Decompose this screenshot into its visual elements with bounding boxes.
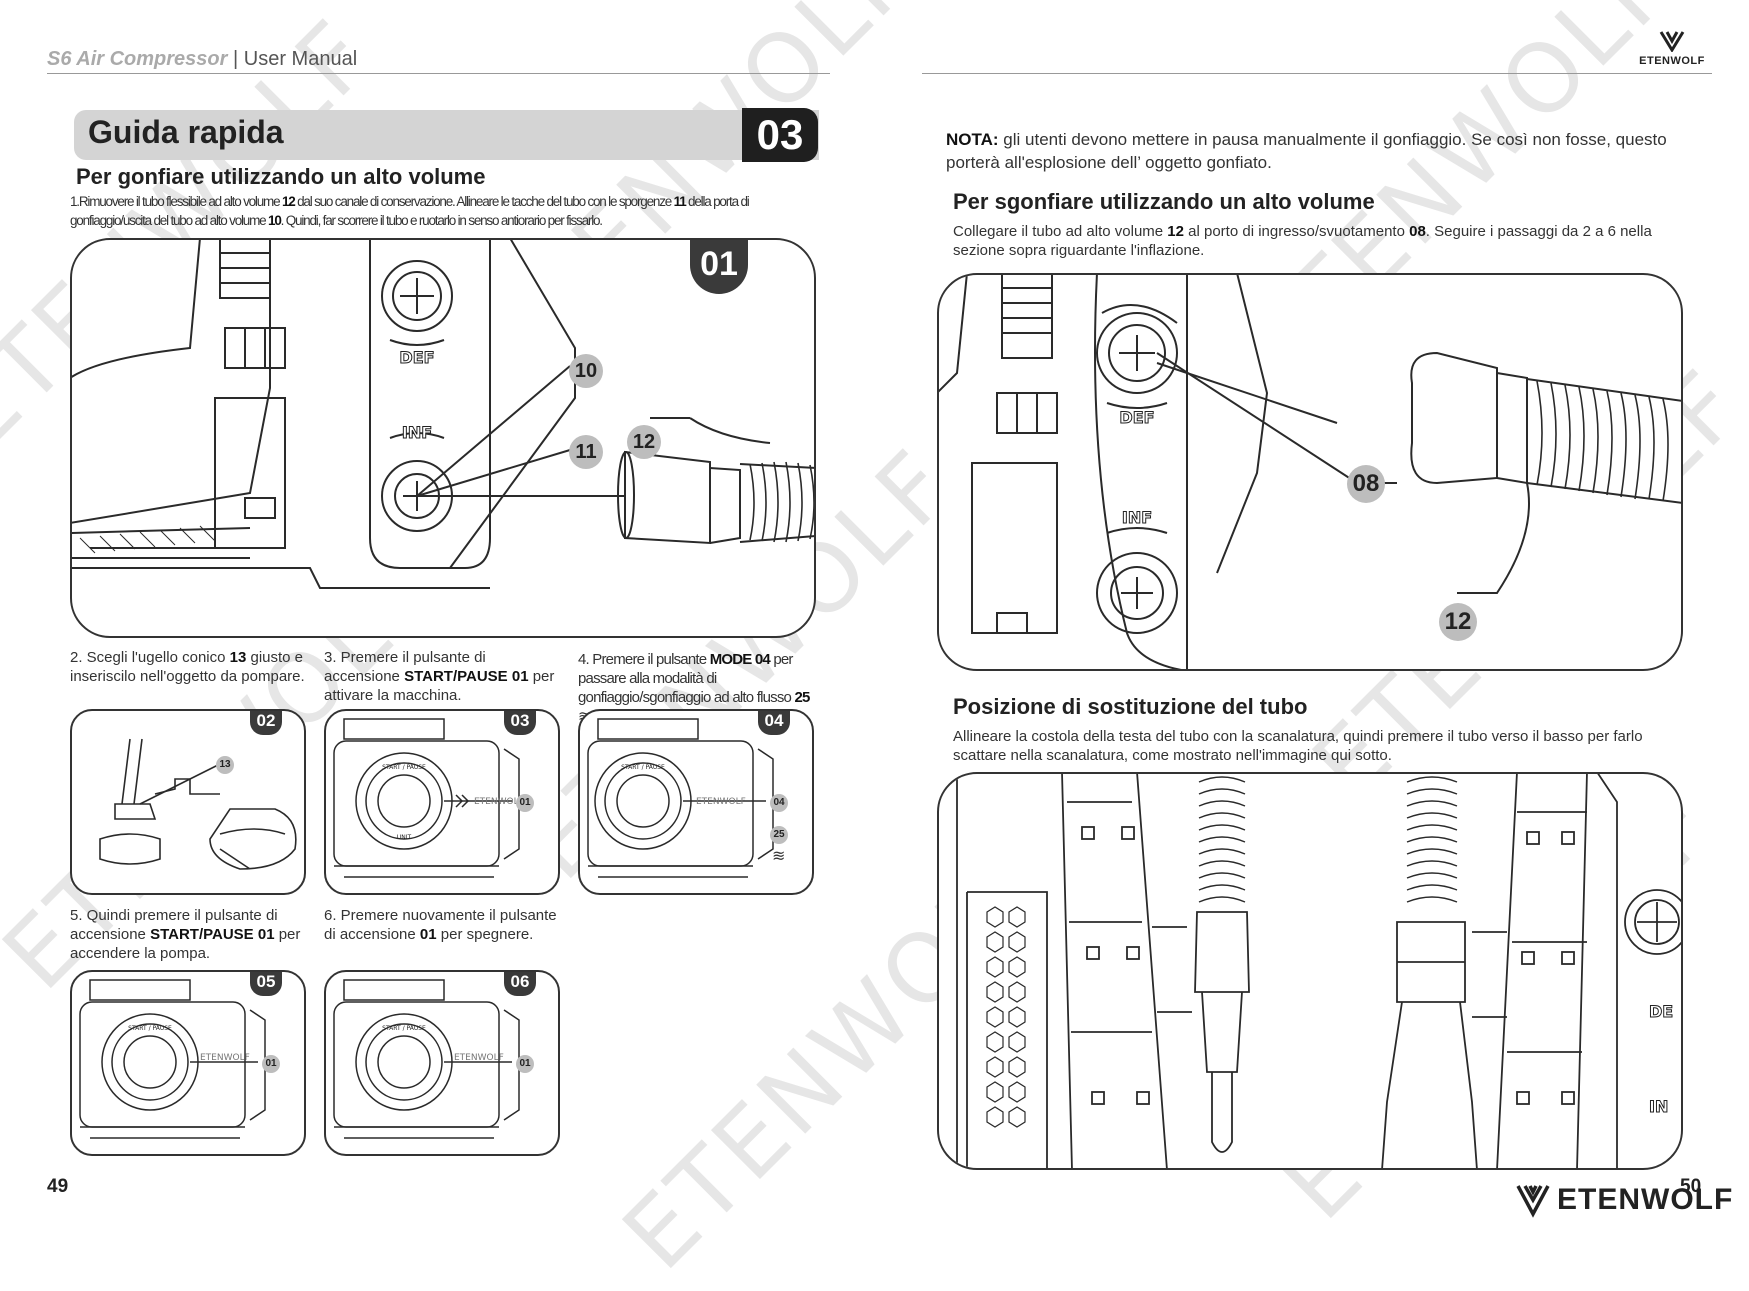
model-name: S6 Air Compressor bbox=[47, 48, 228, 70]
section-band bbox=[74, 110, 819, 160]
figure-tag: 06 bbox=[504, 972, 536, 996]
replace-text: Allineare la costola della testa del tub… bbox=[953, 728, 1643, 764]
svg-text:START / PAUSE: START / PAUSE bbox=[382, 764, 426, 771]
svg-text:START / PAUSE: START / PAUSE bbox=[621, 764, 665, 771]
callout-01: 01 bbox=[262, 1055, 280, 1073]
section-title: Guida rapida bbox=[88, 114, 284, 150]
step-3-text: 3. Premere il pulsante di accensione STA… bbox=[324, 649, 555, 704]
figure-start-pump: START / PAUSE ETENWOLF 05 01 bbox=[70, 970, 306, 1156]
step-6-text: 6. Premere nuovamente il pulsante di acc… bbox=[324, 907, 557, 943]
header-title: S6 Air Compressor | User Manual bbox=[47, 48, 357, 71]
inf-label: INF bbox=[402, 423, 432, 442]
control-panel-illustration: START / PAUSE ETENWOLF bbox=[79, 979, 266, 1139]
figure-tag: 02 bbox=[250, 711, 282, 735]
callout-11: 11 bbox=[569, 435, 603, 469]
callout-25: 25 bbox=[770, 826, 788, 844]
hose-replacement-illustration: DE IN bbox=[956, 774, 1681, 1168]
control-panel-illustration: ETENWOLF START / PAUSE bbox=[587, 718, 774, 878]
inf-label-cut: IN bbox=[1649, 1097, 1668, 1116]
figure-tag: 03 bbox=[504, 711, 536, 735]
figure-nozzle: 02 13 bbox=[70, 709, 306, 895]
callout-12: 12 bbox=[1439, 603, 1477, 641]
note-text: NOTA: gli utenti devono mettere in pausa… bbox=[946, 130, 1667, 172]
replace-title: Posizione di sostituzione del tubo bbox=[953, 694, 1308, 719]
header-brand: ETENWOLF bbox=[1639, 55, 1705, 67]
svg-text:UNIT: UNIT bbox=[397, 834, 412, 841]
callout-08: 08 bbox=[1347, 465, 1385, 503]
callout-04: 04 bbox=[770, 794, 788, 812]
def-label: DEF bbox=[1119, 408, 1154, 427]
header-rule bbox=[47, 73, 830, 74]
svg-text:START / PAUSE: START / PAUSE bbox=[382, 1025, 426, 1032]
step-5-text: 5. Quindi premere il pulsante di accensi… bbox=[70, 907, 301, 962]
control-panel-illustration: START / PAUSE UNIT ETENWOLF bbox=[333, 718, 524, 878]
svg-text:ETENWOLF: ETENWOLF bbox=[474, 797, 524, 807]
nozzle-illustration bbox=[99, 738, 297, 870]
figure-tag: 01 bbox=[690, 240, 748, 294]
callout-01: 01 bbox=[516, 794, 534, 812]
control-panel-illustration: START / PAUSE ETENWOLF bbox=[333, 979, 520, 1139]
doc-name: User Manual bbox=[243, 48, 358, 70]
figure-inflate-main: DEF INF 01 10 11 12 bbox=[70, 238, 816, 638]
compressor-port-illustration: DEF INF bbox=[72, 240, 814, 589]
callout-10: 10 bbox=[569, 354, 603, 388]
svg-text:ETENWOLF: ETENWOLF bbox=[454, 1053, 504, 1063]
figure-mode-button: ETENWOLF START / PAUSE 04 04 25 ≋ bbox=[578, 709, 814, 895]
figure-start-button: START / PAUSE UNIT ETENWOLF 03 01 bbox=[324, 709, 560, 895]
header-logo: ETENWOLF bbox=[1632, 30, 1712, 67]
wolf-logo-icon bbox=[1659, 31, 1685, 53]
deflate-text: Collegare il tubo ad alto volume 12 al p… bbox=[953, 223, 1652, 259]
inf-label: INF bbox=[1122, 508, 1152, 527]
figure-tag: 04 bbox=[758, 711, 790, 735]
step-2-text: 2. Scegli l'ugello conico 13 giusto e in… bbox=[70, 649, 305, 685]
page-number-right: 50 bbox=[1680, 1176, 1702, 1197]
deflate-port-illustration: DEF INF bbox=[939, 275, 1681, 669]
def-label: DEF bbox=[399, 348, 434, 367]
step-1-text: 1.Rimuovere il tubo flessibile ad alto v… bbox=[70, 194, 750, 228]
callout-12: 12 bbox=[627, 425, 661, 459]
header-separator: | bbox=[233, 48, 239, 70]
figure-replace-hose: DE IN bbox=[937, 772, 1683, 1170]
callout-01: 01 bbox=[516, 1055, 534, 1073]
page-number-left: 49 bbox=[47, 1176, 69, 1197]
wolf-logo-icon bbox=[1516, 1185, 1550, 1218]
svg-text:ETENWOLF: ETENWOLF bbox=[200, 1053, 250, 1063]
figure-stop-pump: START / PAUSE ETENWOLF 06 01 bbox=[324, 970, 560, 1156]
svg-text:START / PAUSE: START / PAUSE bbox=[128, 1025, 172, 1032]
figure-deflate: DEF INF 08 12 bbox=[937, 273, 1683, 671]
airflow-icon: ≋ bbox=[772, 848, 786, 865]
callout-13: 13 bbox=[216, 756, 234, 774]
inflate-title: Per gonfiare utilizzando un alto volume bbox=[76, 164, 486, 189]
footer-brand: ETENWOLF bbox=[1515, 1182, 1733, 1218]
svg-text:ETENWOLF: ETENWOLF bbox=[696, 797, 746, 807]
header-rule-right bbox=[922, 73, 1712, 74]
deflate-title: Per sgonfiare utilizzando un alto volume bbox=[953, 189, 1375, 214]
figure-tag: 05 bbox=[250, 972, 282, 996]
step-4-text: 4. Premere il pulsante MODE 04 per passa… bbox=[578, 650, 816, 726]
def-label-cut: DE bbox=[1649, 1002, 1673, 1021]
section-number: 03 bbox=[742, 108, 818, 162]
footer-brand-text: ETENWOLF bbox=[1557, 1183, 1734, 1216]
